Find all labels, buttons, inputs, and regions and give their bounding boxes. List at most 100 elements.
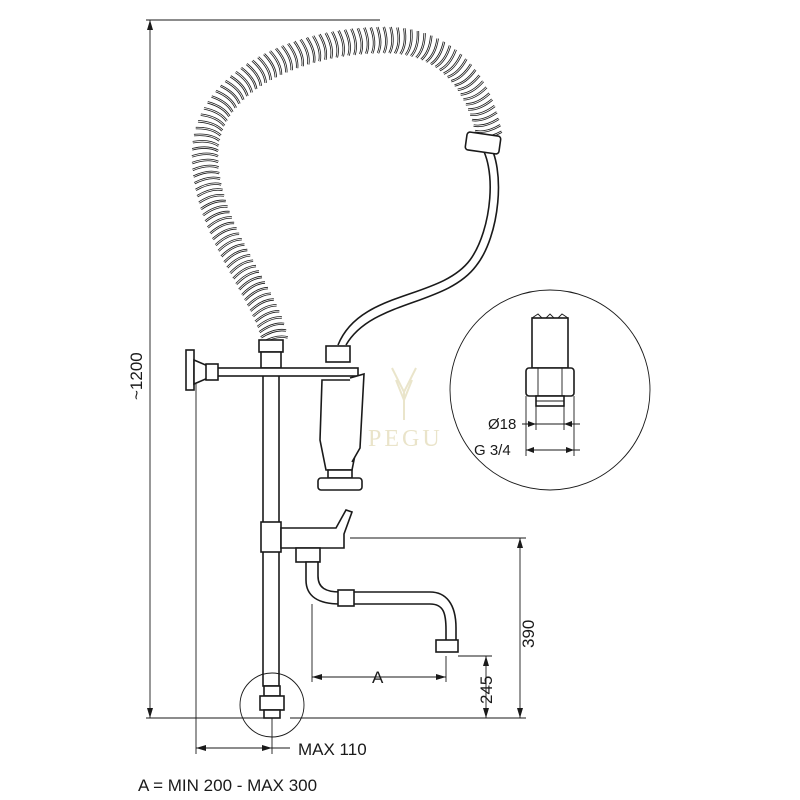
coil-ring-highlight	[230, 260, 254, 274]
coil-ring-highlight	[364, 27, 369, 54]
coil-ring-highlight	[443, 54, 462, 74]
coil-ring-highlight	[405, 29, 412, 56]
coil-ring-highlight	[376, 26, 381, 54]
coil-ring-highlight	[439, 49, 457, 71]
coil-ring-highlight	[410, 31, 419, 57]
coil-ring-highlight	[207, 101, 230, 117]
column-top-nut	[258, 339, 284, 353]
mixer-body	[280, 509, 354, 563]
coil-ring-highlight	[325, 32, 333, 59]
coil-ring-highlight	[306, 37, 315, 63]
coil-ring-highlight	[394, 27, 400, 54]
coil-ring-highlight	[207, 217, 232, 228]
coil-ring-highlight	[218, 238, 242, 252]
coil-ring-highlight	[463, 87, 487, 100]
coil-ring-highlight	[255, 310, 280, 322]
coil-ring-highlight	[221, 244, 245, 257]
coil-ring-highlight	[473, 118, 499, 127]
coil-ring-highlight	[465, 93, 490, 105]
coil-ring-highlight	[312, 35, 321, 62]
detail-inlet-connector: Ø18 G 3/4	[449, 289, 651, 491]
coil-ring-highlight	[281, 45, 293, 71]
coil-ring-highlight	[447, 58, 467, 78]
coil-ring-highlight	[212, 227, 237, 240]
total-height-label: ~1200	[127, 352, 146, 400]
coil-ring-highlight	[468, 99, 493, 110]
riser-column	[258, 339, 284, 687]
coil-ring-highlight	[244, 287, 269, 301]
coil-ring-highlight	[193, 134, 220, 141]
coil-ring-highlight	[421, 35, 432, 60]
dim-total-height: ~1200	[127, 19, 380, 719]
coil-ring-highlight	[252, 60, 267, 83]
coil-ring-highlight	[192, 159, 219, 164]
coil-ring-highlight	[191, 153, 219, 157]
coil-ring-highlight	[338, 30, 345, 57]
coil-ring-highlight	[300, 39, 309, 65]
coil-ring-highlight	[194, 177, 221, 184]
coil-ring-highlight	[220, 85, 240, 104]
reach-label: A	[372, 668, 384, 687]
coil-ring-highlight	[240, 67, 257, 90]
coil-ring-highlight	[211, 96, 233, 113]
coil-ring-highlight	[252, 304, 277, 317]
coil-ring-highlight	[263, 53, 277, 78]
flexible-hose	[337, 131, 502, 346]
coil-ring-highlight	[200, 114, 225, 126]
coil-ring-highlight	[430, 41, 445, 65]
spring-coil	[191, 26, 503, 344]
coil-ring-highlight	[435, 45, 451, 68]
wall-bracket	[185, 349, 359, 391]
coil-ring-highlight	[236, 271, 260, 285]
column-clamp	[260, 521, 282, 553]
spout-outlet	[435, 639, 459, 653]
swivel-spout	[305, 561, 459, 653]
coil-ring-highlight	[257, 317, 282, 328]
coil-ring-highlight	[260, 329, 287, 338]
coil-ring-highlight	[370, 27, 375, 54]
spout-height-label: 390	[519, 620, 538, 648]
coil-ring-highlight	[471, 111, 498, 121]
max-offset-label: MAX 110	[298, 740, 367, 759]
coil-ring-highlight	[198, 194, 225, 203]
coil-ring-highlight	[389, 26, 393, 54]
spray-valve	[317, 345, 365, 491]
coil-ring-highlight	[250, 299, 274, 312]
coil-ring-highlight	[227, 254, 251, 268]
outlet-height-label: 245	[477, 676, 496, 704]
wall-plate	[185, 349, 195, 391]
coil-ring-highlight	[269, 50, 282, 75]
coil-ring-highlight	[197, 189, 223, 197]
coil-ring-highlight	[425, 38, 439, 63]
coil-ring-highlight	[247, 293, 272, 306]
coil-ring-highlight	[238, 276, 263, 290]
coil-ring-highlight	[192, 165, 219, 171]
coil-ring-highlight	[470, 105, 495, 116]
coil-ring-highlight	[357, 28, 363, 55]
watermark-logo: PEGU	[368, 367, 443, 452]
coil-ring-highlight	[259, 323, 285, 333]
coil-ring-highlight	[193, 171, 220, 177]
coil-ring-highlight	[215, 90, 237, 108]
coil-ring-highlight	[287, 43, 298, 69]
coil-ring-highlight	[202, 206, 228, 216]
coil-ring-highlight	[474, 124, 501, 133]
coil-ring-highlight	[230, 75, 248, 97]
coil-ring-highlight	[331, 31, 339, 58]
hose-end-fitting	[464, 131, 502, 155]
coil-ring-highlight	[235, 71, 253, 93]
dim-max-offset: MAX 110	[195, 384, 367, 759]
dim-spout-reach: A	[311, 604, 447, 687]
coil-ring-highlight	[195, 183, 222, 191]
coil-ring-highlight	[246, 63, 262, 86]
coil-ring-highlight	[319, 34, 327, 60]
coil-ring-highlight	[195, 127, 221, 136]
reach-range-note: A = MIN 200 - MAX 300	[138, 776, 317, 795]
coil-ring-highlight	[416, 33, 425, 58]
dim-outlet-height: 245	[458, 655, 496, 718]
coil-ring-highlight	[460, 81, 484, 95]
thread-label: G 3/4	[474, 442, 511, 459]
watermark-brand: PEGU	[368, 426, 443, 452]
coil-ring-highlight	[257, 56, 272, 81]
